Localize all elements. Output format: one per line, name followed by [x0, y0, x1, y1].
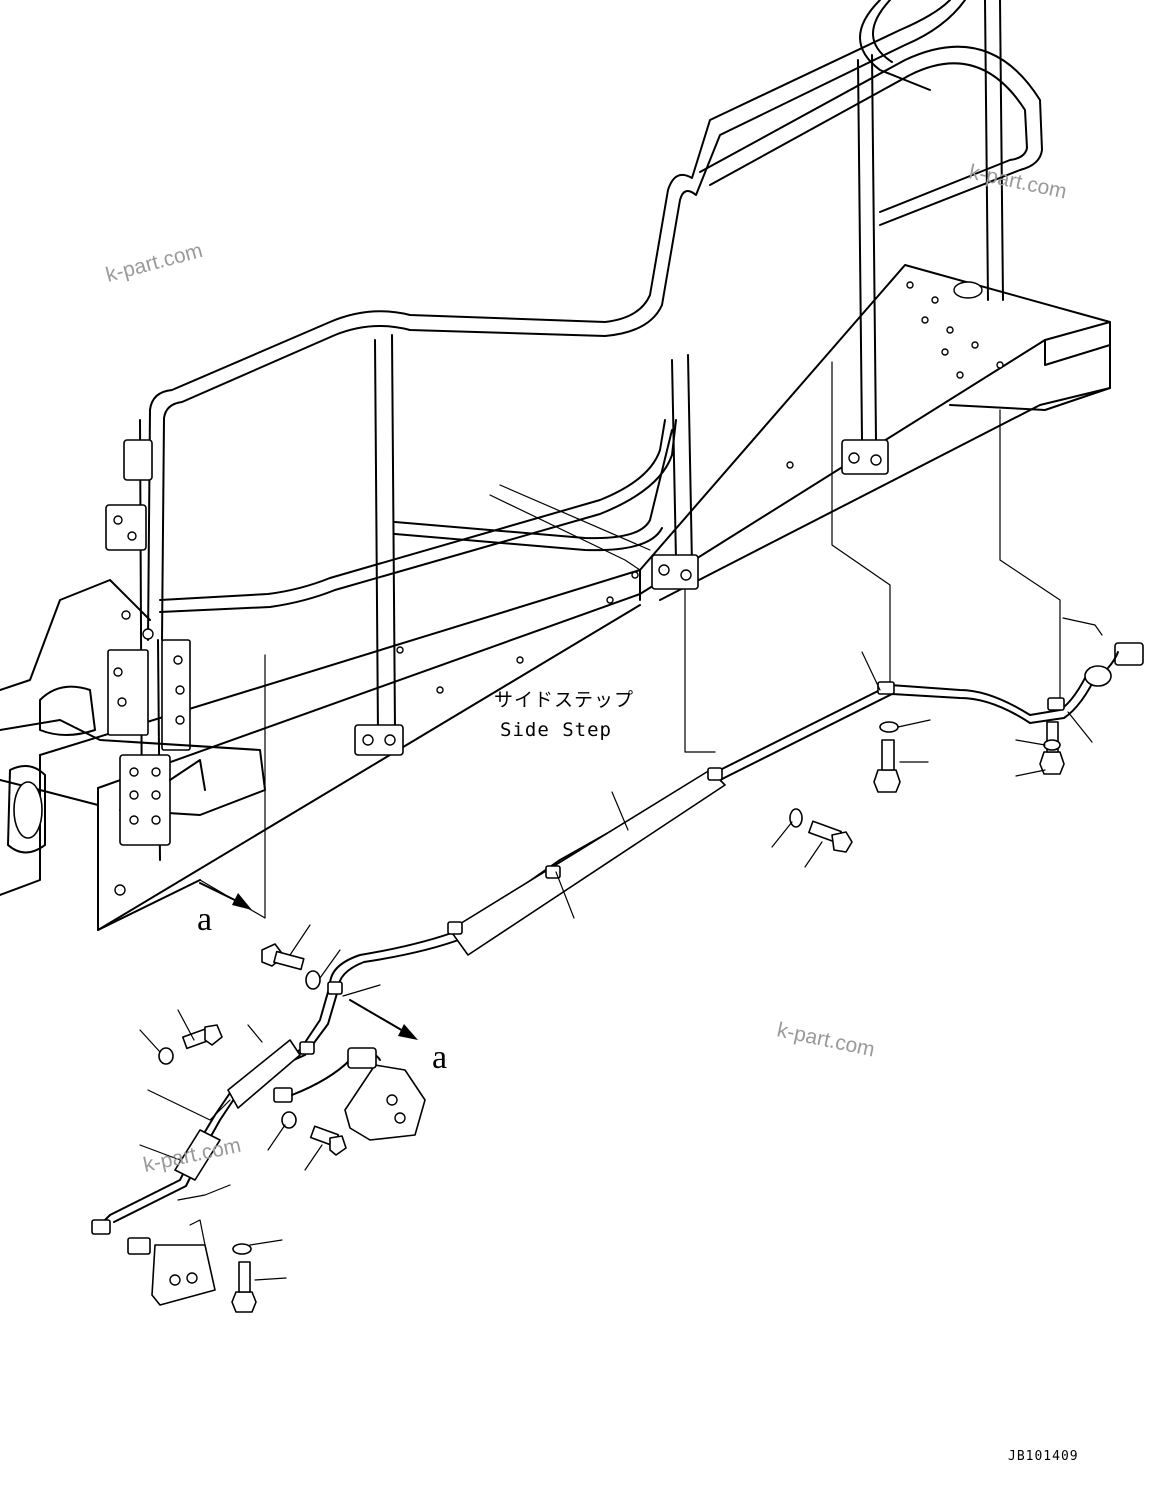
- view-ref-a-right: a: [432, 1039, 447, 1076]
- view-arrows: [199, 882, 418, 1040]
- side-step-label-jp: サイドステップ: [494, 689, 634, 711]
- plate-holes: [396, 281, 1004, 694]
- bolt-3: [808, 820, 853, 853]
- handrail: [139, 0, 1043, 861]
- bolt-2: [1039, 721, 1065, 775]
- callout-leaders: [139, 651, 1093, 1281]
- leader-lines: [147, 361, 1061, 1201]
- post-brackets: [105, 439, 889, 756]
- bolt-4: [261, 943, 305, 971]
- side-step-frame: [39, 264, 1111, 931]
- harness-clamps: [299, 681, 1065, 1055]
- view-ref-a-left: a: [197, 901, 212, 938]
- fasteners: [158, 721, 1065, 1313]
- wiring-harness: [91, 617, 1144, 1235]
- bolt-5: [181, 1024, 223, 1050]
- watermark: k-part.com: [775, 1018, 877, 1061]
- drawing-code: JB101409: [1008, 1449, 1079, 1464]
- watermark: k-part.com: [103, 239, 205, 287]
- side-step-label-en: Side Step: [500, 719, 612, 741]
- bolt-1: [873, 739, 901, 793]
- watermark: k-part.com: [967, 160, 1069, 203]
- sensor-brackets: [127, 1047, 426, 1306]
- bolt-7: [231, 1261, 257, 1313]
- machine-structure: [0, 579, 266, 931]
- bolt-6: [309, 1125, 347, 1156]
